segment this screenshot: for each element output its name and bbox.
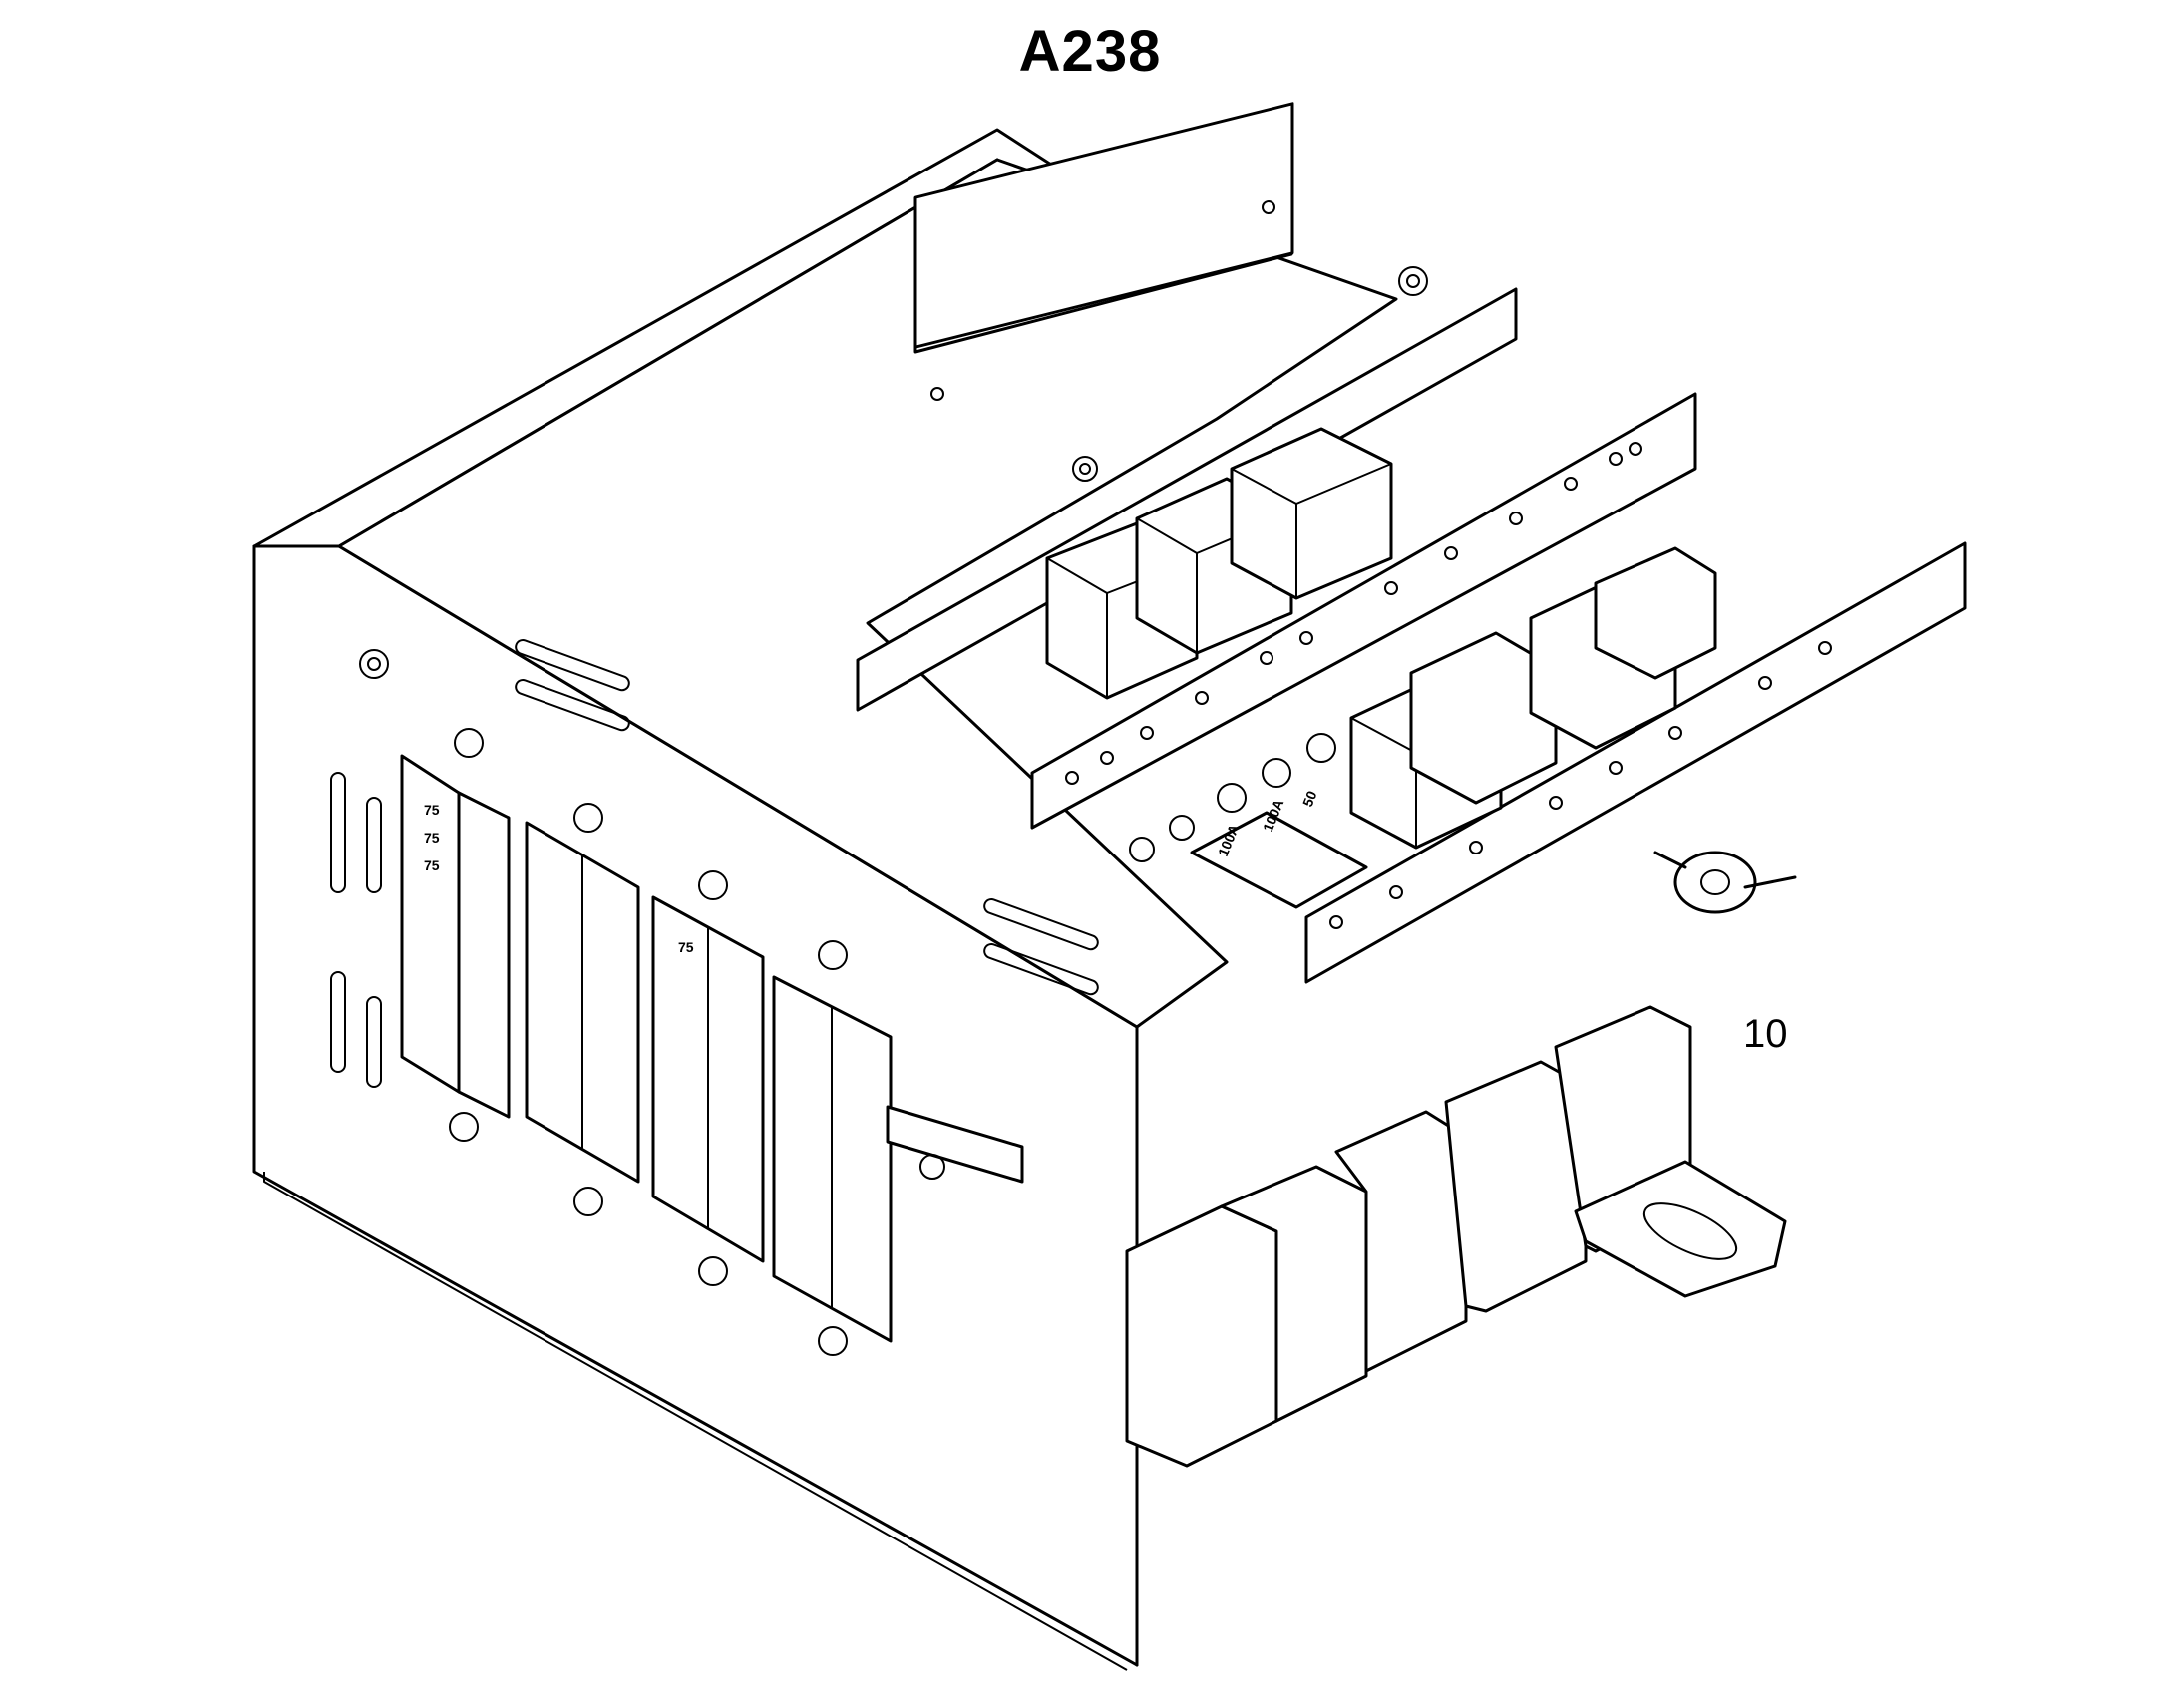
connector-bays bbox=[1125, 1005, 1692, 1667]
callout-label: 10 bbox=[1743, 1012, 1788, 1056]
side-latch bbox=[886, 1105, 1024, 1184]
fuse-panel: 75 75 75 bbox=[400, 754, 511, 1119]
relay-block bbox=[1594, 546, 1717, 680]
fuse-block-label: 75 bbox=[424, 857, 440, 873]
fuse-block-label: 75 bbox=[424, 830, 440, 846]
mounting-foot bbox=[1574, 1160, 1787, 1298]
fuse-panel bbox=[772, 975, 893, 1343]
mega-fuse-row: 100A 100A 50 bbox=[1129, 733, 1368, 909]
relay-rail-upper bbox=[856, 287, 1967, 984]
wing-nut-bracket bbox=[1653, 851, 1797, 914]
relay-block bbox=[1230, 427, 1393, 600]
fuse-block-label: 75 bbox=[424, 802, 440, 818]
fuse-panel-fasteners bbox=[449, 728, 848, 1356]
fuse-block-label: 75 bbox=[678, 939, 694, 955]
diagram-title: A238 bbox=[1018, 19, 1162, 84]
fuse-panel: 75 bbox=[651, 895, 765, 1263]
relay-block bbox=[1409, 631, 1558, 805]
fuse-rating-label: 50 bbox=[1299, 788, 1320, 809]
rail-holes bbox=[1065, 442, 1832, 929]
housing-top-deck bbox=[337, 102, 1428, 1029]
fuse-panel bbox=[525, 821, 640, 1184]
